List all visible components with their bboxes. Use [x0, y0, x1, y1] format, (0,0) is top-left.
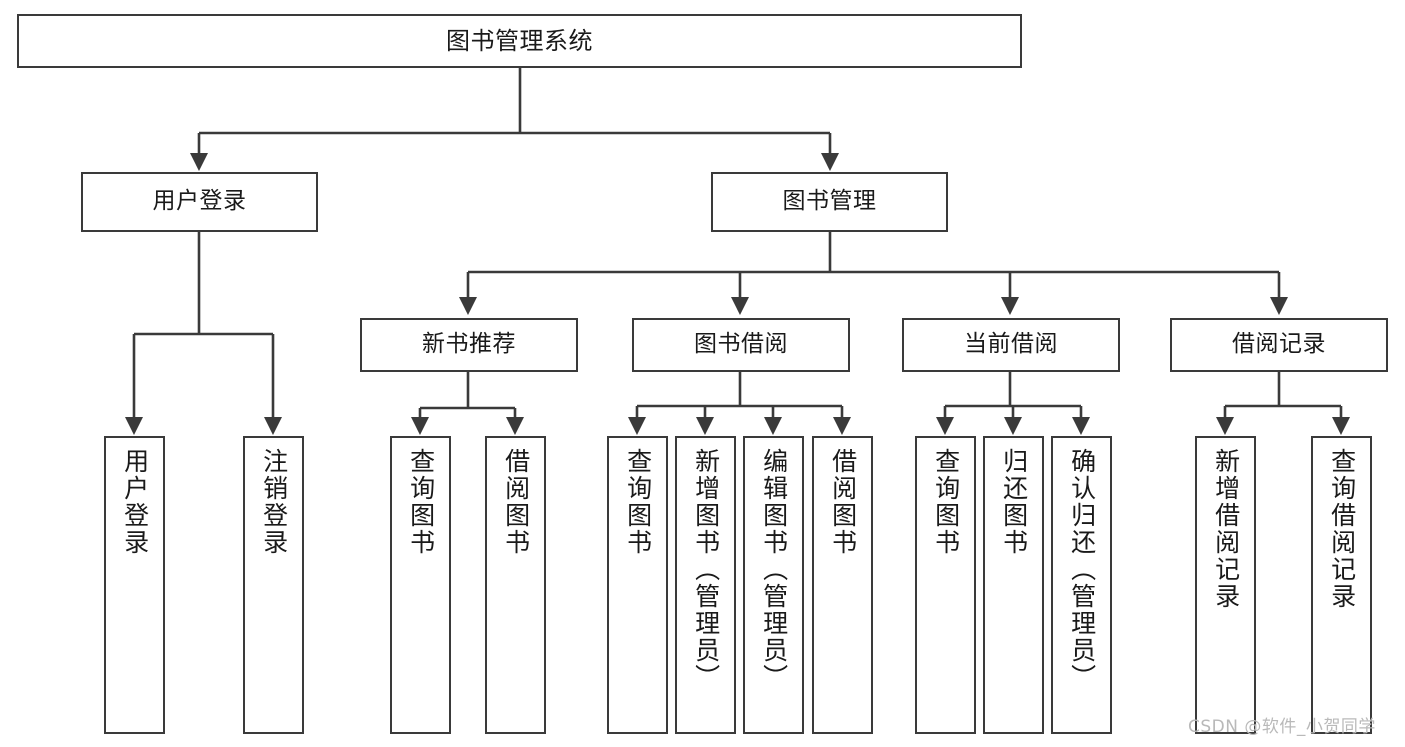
node-book-borrow[interactable]: 图书借阅 — [632, 318, 850, 372]
node-label: 用户登录 — [120, 448, 150, 556]
leaf-borrow-record-1[interactable]: 新增借阅记录 — [1195, 436, 1256, 734]
leaf-book-borrow-2[interactable]: 新增图书（管理员） — [675, 436, 736, 734]
leaf-new-book-1[interactable]: 查询图书 — [390, 436, 451, 734]
node-label: 图书管理系统 — [446, 26, 593, 55]
node-label: 借阅记录 — [1232, 331, 1326, 358]
node-label: 注销登录 — [259, 448, 289, 556]
leaf-new-book-2[interactable]: 借阅图书 — [485, 436, 546, 734]
leaf-book-borrow-1[interactable]: 查询图书 — [607, 436, 668, 734]
node-new-book-recommend[interactable]: 新书推荐 — [360, 318, 578, 372]
leaf-user-login-2[interactable]: 注销登录 — [243, 436, 304, 734]
node-label: 查询借阅记录 — [1327, 448, 1357, 610]
node-label: 图书借阅 — [694, 331, 788, 358]
node-current-borrow[interactable]: 当前借阅 — [902, 318, 1120, 372]
node-label: 借阅图书 — [828, 448, 858, 556]
node-label: 新增借阅记录 — [1211, 448, 1241, 610]
leaf-borrow-record-2[interactable]: 查询借阅记录 — [1311, 436, 1372, 734]
node-label: 查询图书 — [406, 448, 436, 556]
node-borrow-record[interactable]: 借阅记录 — [1170, 318, 1388, 372]
leaf-user-login-1[interactable]: 用户登录 — [104, 436, 165, 734]
node-root-system[interactable]: 图书管理系统 — [17, 14, 1022, 68]
leaf-book-borrow-4[interactable]: 借阅图书 — [812, 436, 873, 734]
node-label: 图书管理 — [782, 188, 877, 215]
leaf-current-borrow-3[interactable]: 确认归还（管理员） — [1051, 436, 1112, 734]
node-label: 归还图书 — [999, 448, 1029, 556]
node-label: 新增图书（管理员） — [691, 448, 721, 691]
node-label: 用户登录 — [152, 188, 247, 215]
node-label: 编辑图书（管理员） — [759, 448, 789, 691]
node-label: 查询图书 — [931, 448, 961, 556]
node-label: 新书推荐 — [422, 331, 516, 358]
leaf-current-borrow-1[interactable]: 查询图书 — [915, 436, 976, 734]
leaf-book-borrow-3[interactable]: 编辑图书（管理员） — [743, 436, 804, 734]
leaf-current-borrow-2[interactable]: 归还图书 — [983, 436, 1044, 734]
node-book-manage[interactable]: 图书管理 — [711, 172, 948, 232]
node-label: 借阅图书 — [501, 448, 531, 556]
node-label: 查询图书 — [623, 448, 653, 556]
node-label: 当前借阅 — [964, 331, 1058, 358]
node-label: 确认归还（管理员） — [1067, 448, 1097, 691]
node-user-login[interactable]: 用户登录 — [81, 172, 318, 232]
